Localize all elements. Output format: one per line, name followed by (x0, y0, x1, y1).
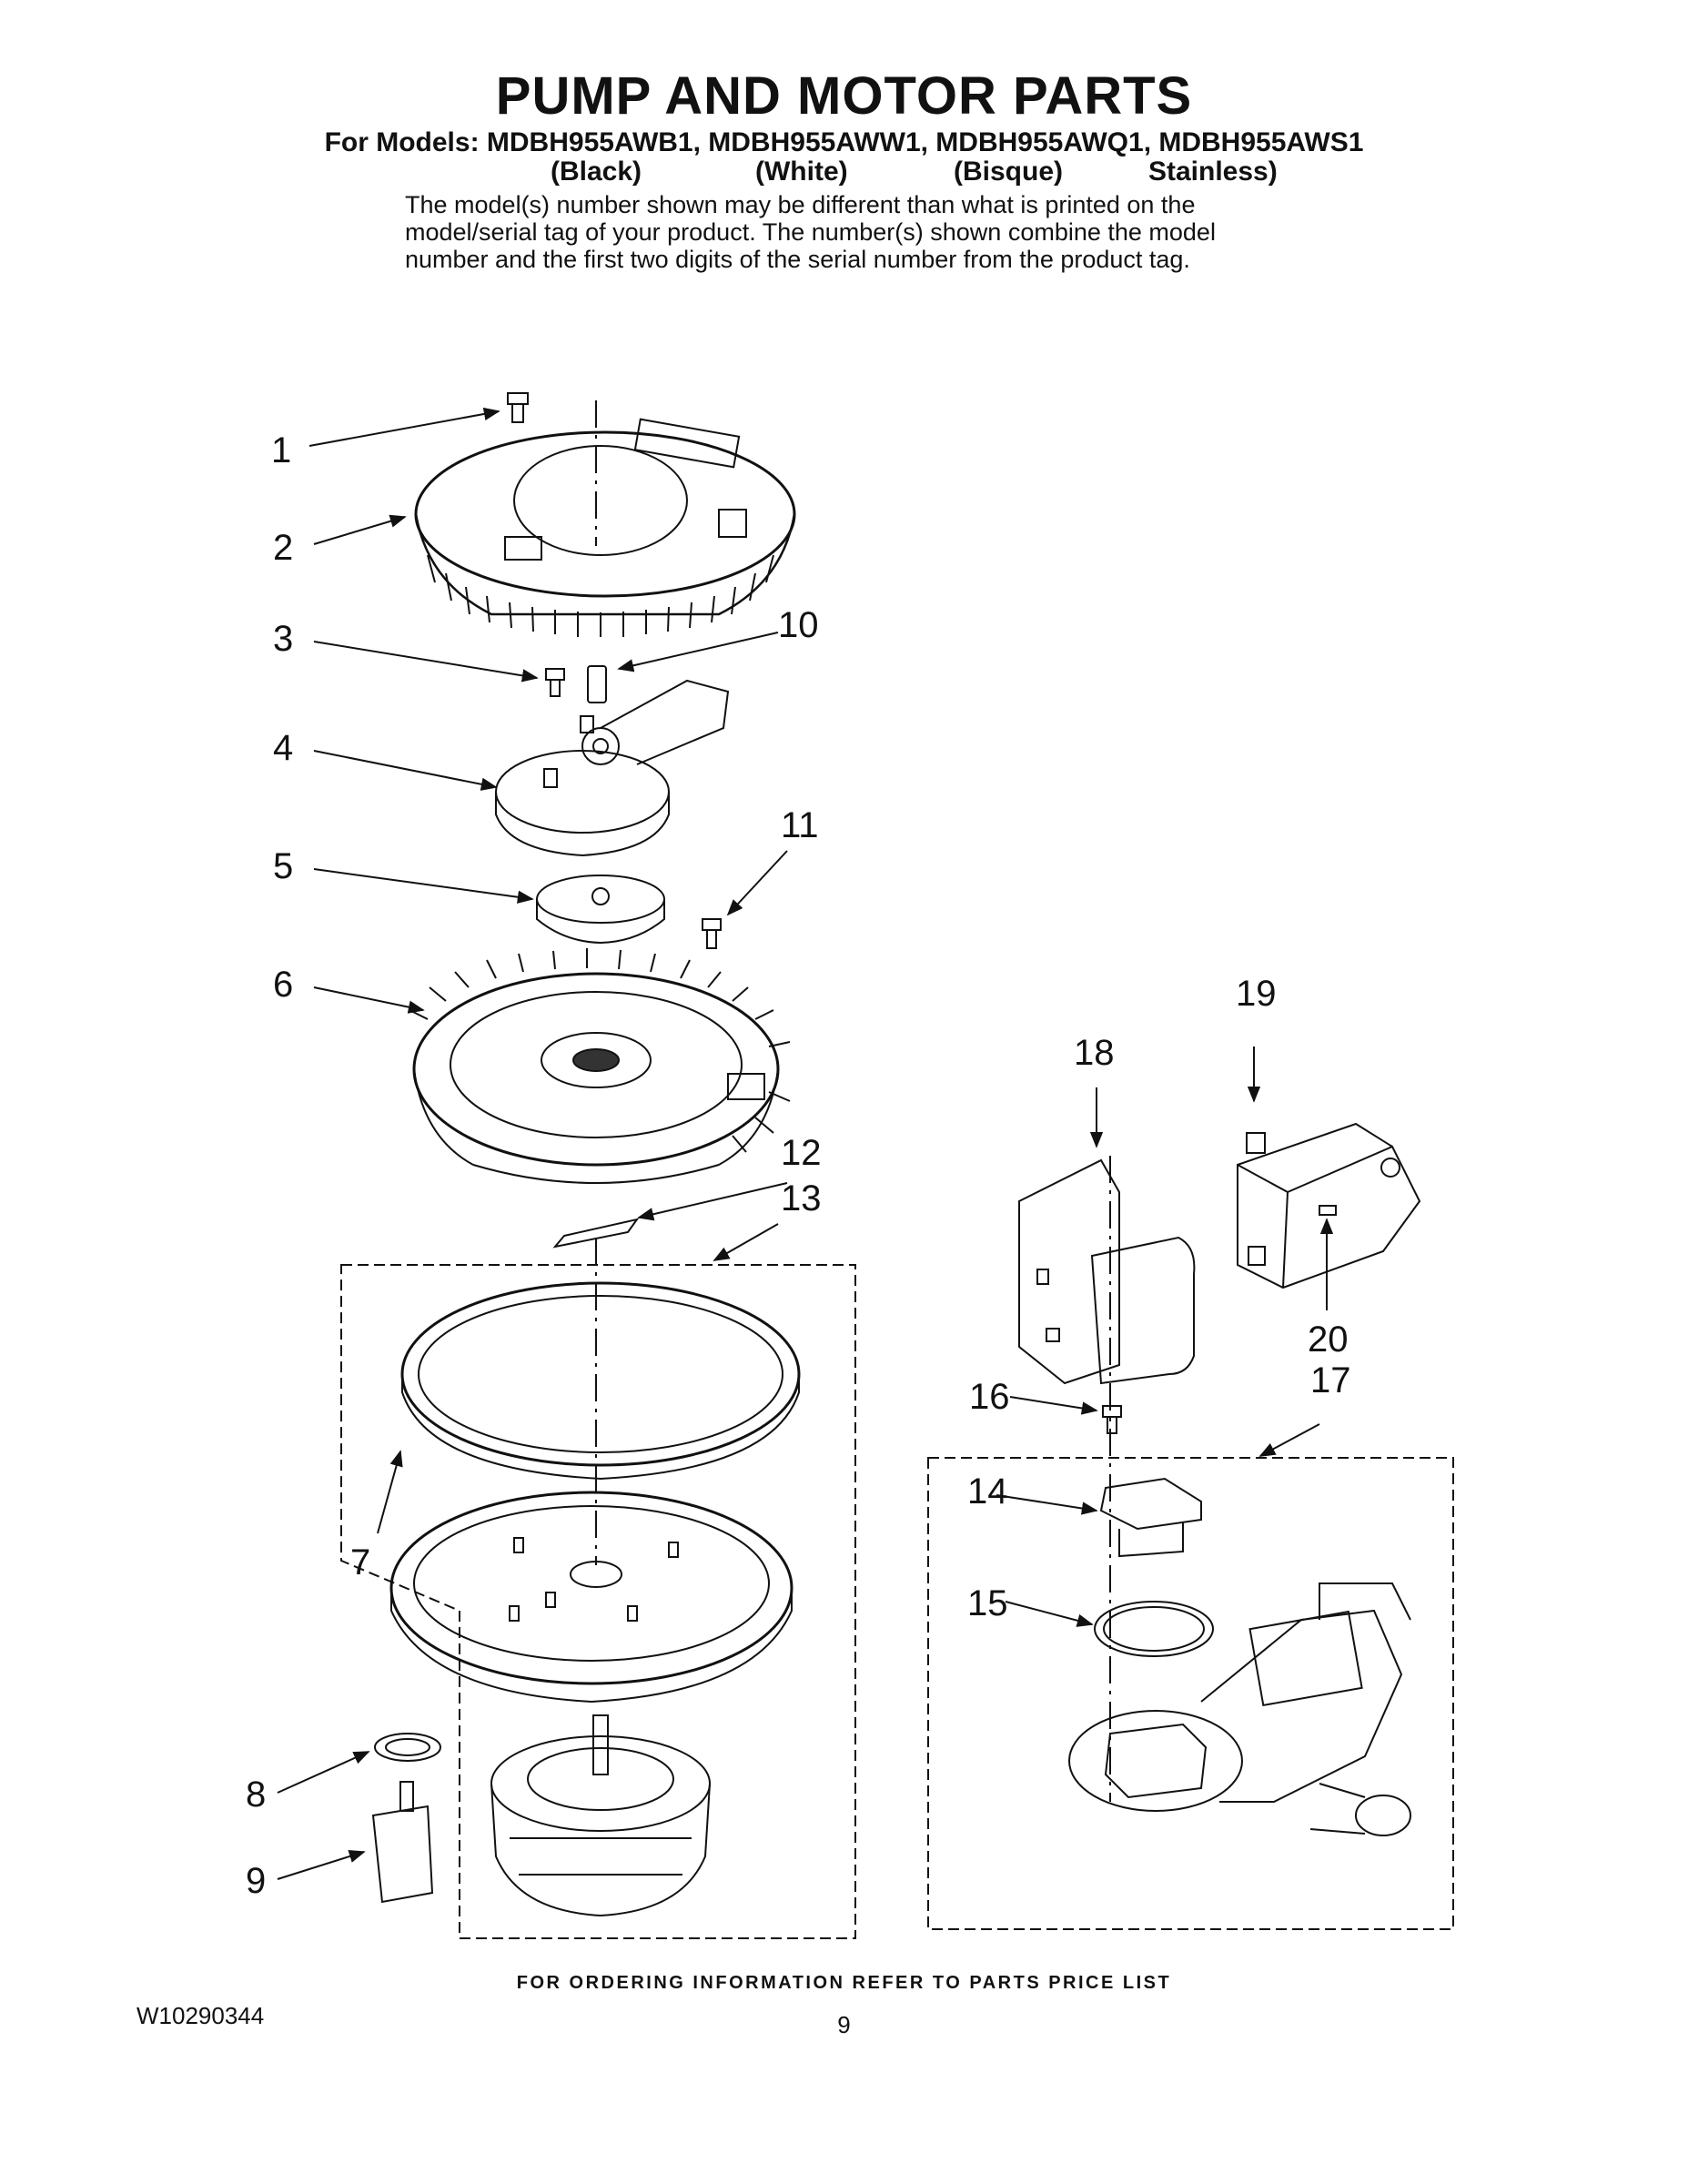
assembly-outline (340, 1264, 856, 1939)
callout-7: 7 (350, 1542, 370, 1582)
callout-5: 5 (273, 846, 293, 886)
variant-label: (White) (755, 157, 848, 187)
page-number: 9 (837, 2011, 851, 2038)
screw-part (1319, 1205, 1337, 1216)
callout-16: 16 (969, 1377, 1010, 1417)
finned-chamber-part (409, 948, 791, 1184)
electrical-box-part (1237, 1122, 1421, 1289)
pump-housing-part (495, 679, 730, 857)
motor-part (490, 1714, 711, 1917)
drain-pump-part (1068, 1582, 1411, 1836)
screw-part (702, 918, 722, 949)
adapter-part (1099, 1477, 1202, 1558)
o-ring-part (374, 1733, 441, 1762)
color-variants: (Black) (White) (Bisque) Stainless) (0, 157, 1688, 193)
note-line: number and the first two digits of the s… (405, 246, 1190, 273)
screw-part (545, 668, 565, 697)
screw-part (507, 392, 529, 423)
pin-part (587, 665, 607, 703)
page-title: PUMP AND MOTOR PARTS (495, 66, 1193, 126)
callout-10: 10 (778, 605, 819, 645)
callout-15: 15 (967, 1583, 1008, 1623)
callout-4: 4 (273, 728, 293, 768)
callout-18: 18 (1074, 1033, 1115, 1073)
callout-11: 11 (781, 805, 819, 845)
callout-3: 3 (273, 619, 293, 659)
callout-20: 20 (1308, 1320, 1349, 1360)
note-line: model/serial tag of your product. The nu… (405, 218, 1216, 246)
ordering-info: FOR ORDERING INFORMATION REFER TO PARTS … (516, 1973, 1172, 1993)
variant-label: (Bisque) (954, 157, 1063, 187)
sump-part (389, 1281, 801, 1704)
callout-14: 14 (967, 1471, 1008, 1512)
callout-9: 9 (246, 1861, 266, 1901)
callout-6: 6 (273, 965, 293, 1005)
model-note: The model(s) number shown may be differe… (405, 191, 1315, 273)
screw-part (1102, 1405, 1122, 1418)
callout-17: 17 (1310, 1360, 1351, 1400)
note-line: The model(s) number shown may be differe… (405, 191, 1196, 218)
callout-2: 2 (273, 528, 293, 568)
valve-part (371, 1781, 434, 1904)
variant-label: Stainless) (1148, 157, 1278, 187)
gasket-part (552, 1218, 640, 1249)
o-ring-part (1094, 1601, 1214, 1657)
bracket-part (1018, 1158, 1196, 1385)
model-list: For Models: MDBH955AWB1, MDBH955AWW1, MD… (324, 127, 1364, 157)
impeller-part (536, 875, 665, 945)
callout-19: 19 (1236, 974, 1277, 1014)
cover-part (414, 418, 796, 637)
callout-1: 1 (271, 430, 291, 470)
callout-12: 12 (781, 1133, 822, 1173)
variant-label: (Black) (551, 157, 642, 187)
drain-pump-outline (927, 1457, 1454, 1930)
document-number: W10290344 (136, 2002, 265, 2029)
callout-8: 8 (246, 1774, 266, 1815)
callout-13: 13 (781, 1178, 822, 1218)
